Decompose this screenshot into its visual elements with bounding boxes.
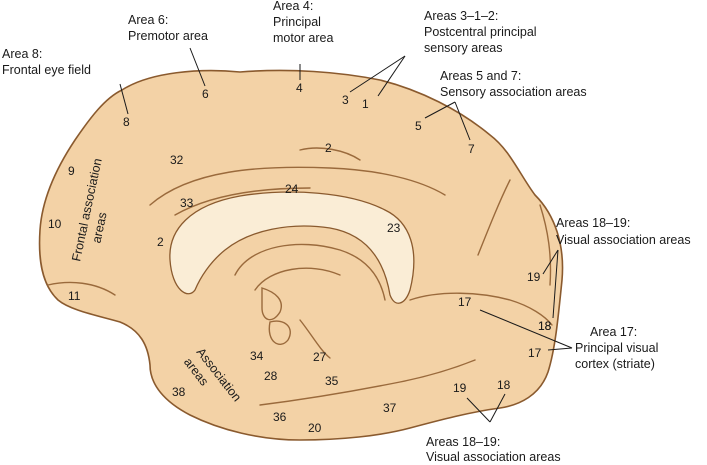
mammillary-outline [268,320,291,345]
area-number-19-lower: 19 [453,381,467,395]
callout-areas-5-7-line2: Sensory association areas [440,85,587,99]
callout-areas-5-7: Areas 5 and 7: Sensory association areas [440,69,587,99]
area-number-18-occipital: 18 [538,319,552,333]
callout-areas-3-1-2-line2: Postcentral principal [424,25,537,39]
callout-area-4-line1: Area 4: [273,0,313,13]
callout-areas-18-19-upper-line2: Visual association areas [556,233,691,247]
area-number-6: 6 [202,87,209,101]
fornix-line [234,243,386,301]
frontal-lower-sulcus [47,281,116,296]
callout-area-6-line2: Premotor area [128,29,208,43]
callout-area-8-line1: Area 8: [2,47,42,61]
area-number-17-pole: 17 [528,346,542,360]
area-number-35: 35 [325,374,339,388]
area-number-18-lower: 18 [497,378,511,392]
callout-areas-18-19-lower-line2: Visual association areas [426,450,561,464]
area-number-10: 10 [48,217,62,231]
callout-area-6: Area 6: Premotor area [128,13,208,43]
area-number-7: 7 [468,142,475,156]
area-number-3: 3 [342,93,349,107]
thalamus-line [254,267,341,291]
callout-area-6-line1: Area 6: [128,13,168,27]
callout-area-8: Area 8: Frontal eye field [2,47,91,77]
area-number-32: 32 [170,153,184,167]
area-number-11: 11 [68,289,81,303]
callout-area-4: Area 4: Principal motor area [273,0,333,45]
brainstem-line [299,319,331,359]
callout-areas-18-19-upper-line1: Areas 18–19: [556,216,630,230]
callout-area-17: Area 17: Principal visual cortex (striat… [575,325,662,371]
callout-areas-18-19-lower-line1: Areas 18–19: [426,435,500,449]
callout-areas-18-19-upper: Areas 18–19: Visual association areas [556,216,691,247]
occipital-sulcus [539,204,552,286]
area-number-37: 37 [383,401,397,415]
collateral-sulcus [259,359,476,406]
callout-area-17-line2: Principal visual [575,341,658,355]
area-number-33: 33 [180,196,194,210]
callout-area-17-line1: Area 17: [590,325,637,339]
calcarine-sulcus [409,292,553,326]
area-number-20: 20 [308,421,322,435]
cerebral-cortex-medial-surface [38,69,564,441]
area-number-28: 28 [264,369,278,383]
callout-area-4-line3: motor area [273,31,333,45]
paracentral-sulcus [299,147,361,161]
cingulate-sulcus [149,166,446,206]
area-number-24: 24 [285,182,299,196]
region-frontal-association-line2: areas [89,211,109,245]
callout-areas-3-1-2: Areas 3–1–2: Postcentral principal senso… [424,9,540,55]
area-number-8: 8 [123,115,130,129]
area-number-27: 27 [313,350,327,364]
callout-areas-3-1-2-line3: sensory areas [424,41,503,55]
leader-lines [119,47,573,423]
area-number-19-right: 19 [527,270,541,284]
area-number-2-upper: 2 [325,141,332,155]
area-number-9: 9 [68,164,75,178]
callout-areas-3-1-2-line1: Areas 3–1–2: [424,9,498,23]
area-number-1: 1 [362,97,369,111]
midbrain-outline [261,287,282,321]
area-number-17-calcarine: 17 [458,295,472,309]
callout-area-4-line2: Principal [273,15,321,29]
area-number-5: 5 [415,119,422,133]
area-number-34: 34 [250,349,264,363]
callout-area-17-line3: cortex (striate) [575,357,655,371]
area-number-23: 23 [387,221,401,235]
area-numbers: 8 6 4 3 1 5 7 9 10 11 32 33 2 24 2 23 19… [48,81,552,435]
callout-areas-18-19-lower: Areas 18–19: Visual association areas [426,435,561,464]
callout-areas-5-7-line1: Areas 5 and 7: [440,69,521,83]
area-number-38: 38 [172,385,186,399]
area-number-18-right: 18 [538,319,552,333]
area-number-2-lower: 2 [157,235,164,249]
callout-area-8-line2: Frontal eye field [2,63,91,77]
parieto-occipital-sulcus [477,179,511,256]
callosal-sulcus [174,187,311,216]
corpus-callosum [169,191,415,304]
area-number-4: 4 [296,81,303,95]
area-number-36: 36 [273,410,287,424]
